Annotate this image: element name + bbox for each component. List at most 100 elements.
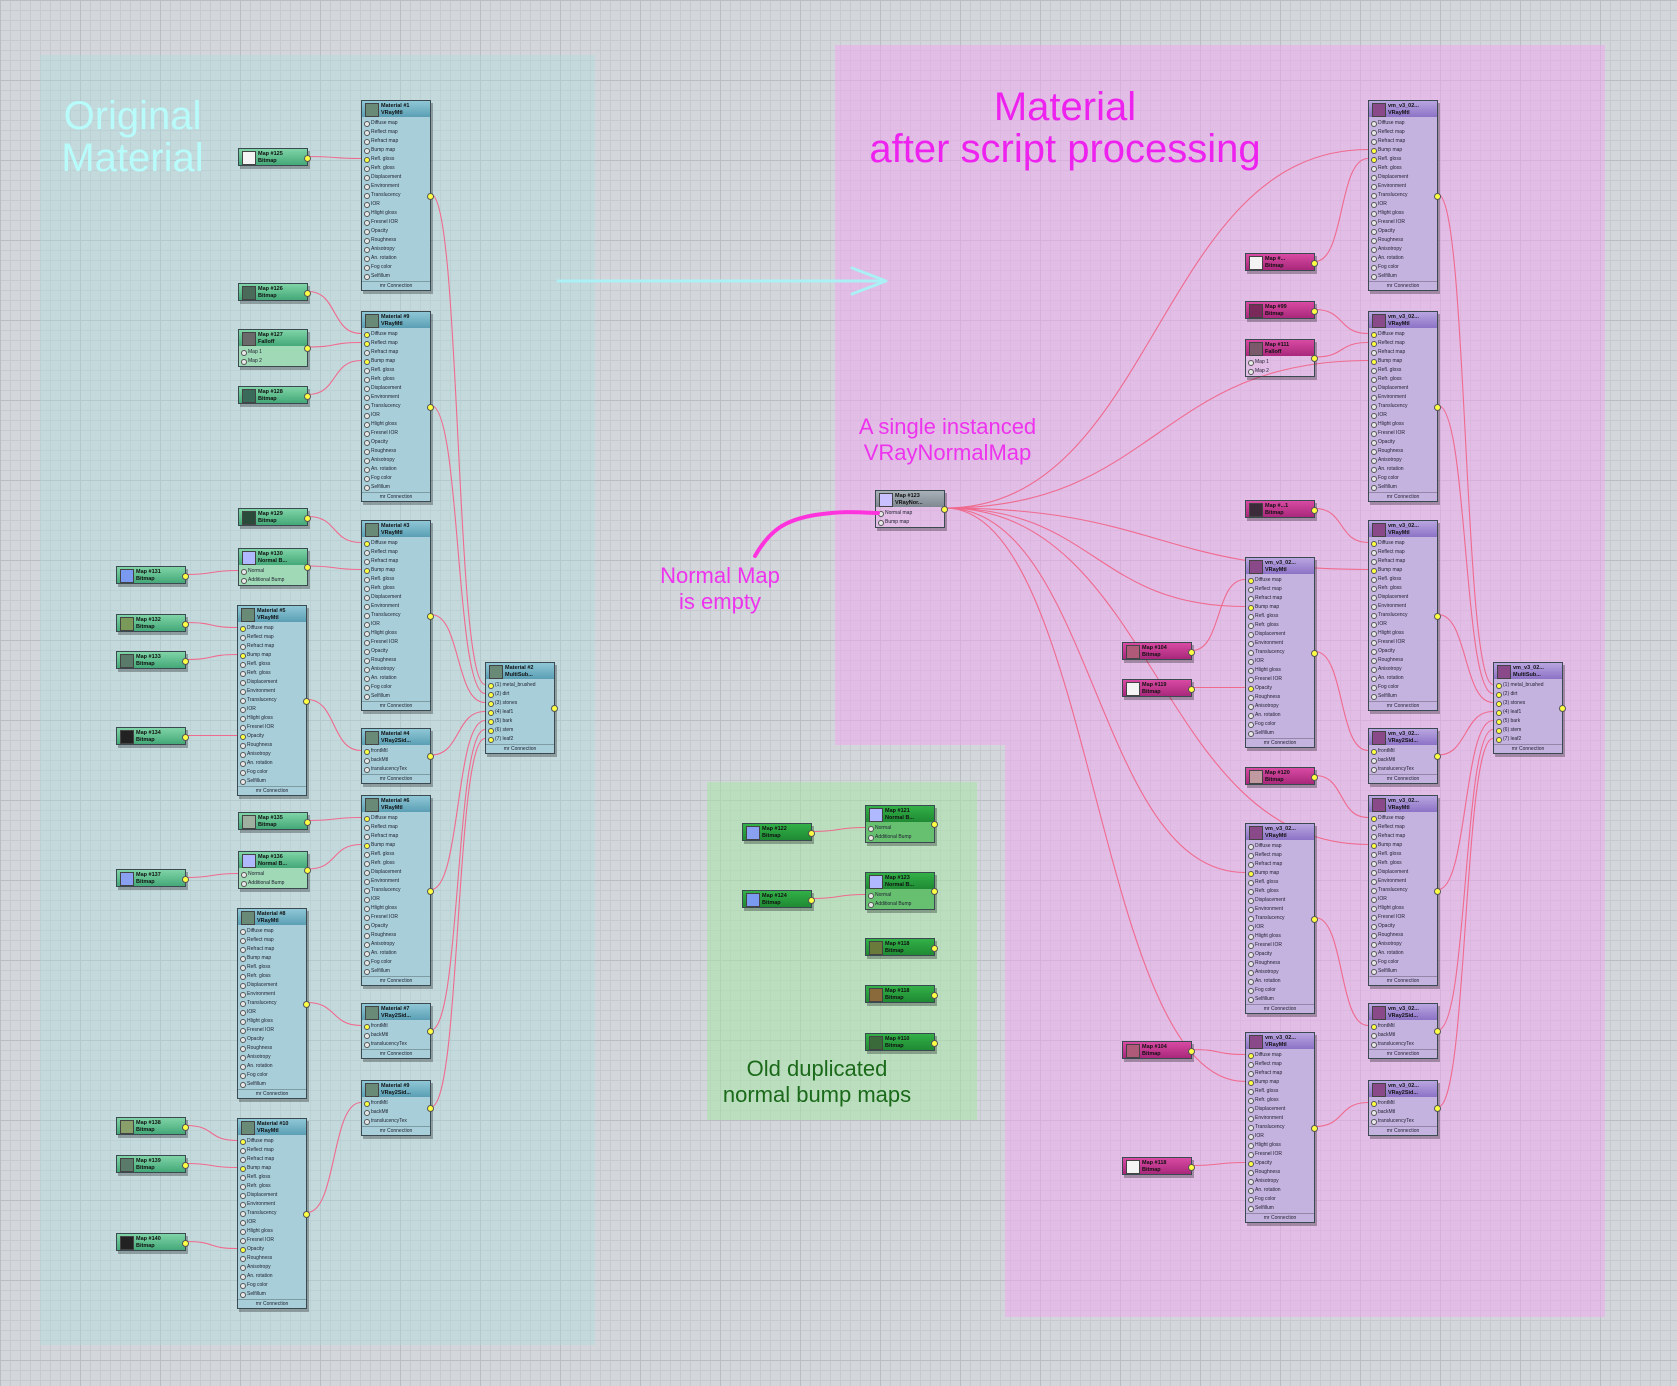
output-socket[interactable] (931, 888, 938, 895)
mr-connection-rollout[interactable]: mr Connection (1369, 1049, 1437, 1058)
slot-roughness[interactable]: Roughness (362, 931, 430, 940)
slot-ior[interactable]: IOR (1369, 895, 1437, 904)
slot-fresnel-ior[interactable]: Fresnel IOR (1369, 218, 1437, 227)
slot-an-rotation[interactable]: An. rotation (362, 949, 430, 958)
slot-bump-map[interactable]: Bump map (1369, 566, 1437, 575)
slot-translucency[interactable]: Translucency (362, 191, 430, 200)
node-map-map[interactable]: Map #...Bitmap (1245, 253, 1318, 271)
slot-refr-gloss[interactable]: Refr. gloss (1369, 164, 1437, 173)
slot-fresnel-ior[interactable]: Fresnel IOR (362, 218, 430, 227)
slot-environment[interactable]: Environment (362, 602, 430, 611)
slot-ior[interactable]: IOR (362, 895, 430, 904)
slot-bump-map[interactable]: Bump map (362, 146, 430, 155)
slot-roughness[interactable]: Roughness (1246, 1168, 1314, 1177)
slot-ior[interactable]: IOR (1246, 657, 1314, 666)
slot-translucencytex[interactable]: translucencyTex (1369, 1040, 1437, 1049)
slot-roughness[interactable]: Roughness (1369, 656, 1437, 665)
output-socket[interactable] (303, 698, 310, 705)
slot-additional-bump[interactable]: Additional Bump (239, 879, 307, 888)
slot-backmtl[interactable]: backMtl (1369, 1108, 1437, 1117)
mr-connection-rollout[interactable]: mr Connection (1369, 774, 1437, 783)
slot-fresnel-ior[interactable]: Fresnel IOR (362, 913, 430, 922)
slot-ior[interactable]: IOR (238, 705, 306, 714)
slot-diffuse-map[interactable]: Diffuse map (362, 814, 430, 823)
slot-map-2[interactable]: Map 2 (1246, 367, 1314, 376)
slot-diffuse-map[interactable]: Diffuse map (1246, 842, 1314, 851)
slot-refl-gloss[interactable]: Refl. gloss (362, 850, 430, 859)
slot-3-stones[interactable]: (3) stones (1494, 699, 1562, 708)
slot-fog-color[interactable]: Fog color (362, 263, 430, 272)
slot-opacity[interactable]: Opacity (238, 732, 306, 741)
slot-ior[interactable]: IOR (1246, 1132, 1314, 1141)
slot-selfillum[interactable]: Selfillum (238, 1290, 306, 1299)
output-socket[interactable] (1311, 507, 1318, 514)
slot-refl-gloss[interactable]: Refl. gloss (1369, 575, 1437, 584)
output-socket[interactable] (304, 345, 311, 352)
output-socket[interactable] (931, 1040, 938, 1047)
slot-ior[interactable]: IOR (238, 1218, 306, 1227)
slot-translucency[interactable]: Translucency (362, 611, 430, 620)
slot-normal[interactable]: Normal (866, 891, 934, 900)
slot-displacement[interactable]: Displacement (1246, 630, 1314, 639)
slot-refr-gloss[interactable]: Refr. gloss (1369, 584, 1437, 593)
slot-opacity[interactable]: Opacity (362, 227, 430, 236)
slot-opacity[interactable]: Opacity (1246, 684, 1314, 693)
slot-an-rotation[interactable]: An. rotation (1246, 1186, 1314, 1195)
slot-translucency[interactable]: Translucency (238, 1209, 306, 1218)
slot-hlight-gloss[interactable]: Hlight gloss (362, 629, 430, 638)
slot-fresnel-ior[interactable]: Fresnel IOR (238, 723, 306, 732)
slot-bump-map[interactable]: Bump map (1369, 357, 1437, 366)
slot-roughness[interactable]: Roughness (1369, 931, 1437, 940)
slot-selfillum[interactable]: Selfillum (1246, 995, 1314, 1004)
slot-displacement[interactable]: Displacement (238, 1191, 306, 1200)
slot-anisotropy[interactable]: Anisotropy (238, 1053, 306, 1062)
output-socket[interactable] (304, 564, 311, 571)
output-socket[interactable] (182, 573, 189, 580)
slot-diffuse-map[interactable]: Diffuse map (238, 1137, 306, 1146)
mr-connection-rollout[interactable]: mr Connection (1369, 976, 1437, 985)
slot-reflect-map[interactable]: Reflect map (238, 633, 306, 642)
output-socket[interactable] (304, 393, 311, 400)
slot-an-rotation[interactable]: An. rotation (1369, 465, 1437, 474)
node-header[interactable]: vm_v3_02...VRayMtl (1369, 101, 1437, 117)
mr-connection-rollout[interactable]: mr Connection (362, 774, 430, 783)
slot-4-leaf1[interactable]: (4) leaf1 (1494, 708, 1562, 717)
slot-translucencytex[interactable]: translucencyTex (1369, 1117, 1437, 1126)
output-socket[interactable] (304, 515, 311, 522)
slot-anisotropy[interactable]: Anisotropy (362, 940, 430, 949)
slot-refract-map[interactable]: Refract map (1369, 348, 1437, 357)
slot-translucencytex[interactable]: translucencyTex (1369, 765, 1437, 774)
output-socket[interactable] (1188, 1164, 1195, 1171)
slot-displacement[interactable]: Displacement (1246, 896, 1314, 905)
slot-fresnel-ior[interactable]: Fresnel IOR (362, 429, 430, 438)
node-header[interactable]: vm_v3_02...VRayMtl (1369, 796, 1437, 812)
slot-frontmtl[interactable]: frontMtl (362, 1022, 430, 1031)
slot-refl-gloss[interactable]: Refl. gloss (1369, 155, 1437, 164)
slot-opacity[interactable]: Opacity (238, 1035, 306, 1044)
slot-backmtl[interactable]: backMtl (1369, 1031, 1437, 1040)
output-socket[interactable] (427, 193, 434, 200)
slot-translucency[interactable]: Translucency (1369, 191, 1437, 200)
output-socket[interactable] (182, 1162, 189, 1169)
slot-selfillum[interactable]: Selfillum (1246, 1204, 1314, 1213)
mr-connection-rollout[interactable]: mr Connection (362, 492, 430, 501)
slot-diffuse-map[interactable]: Diffuse map (238, 927, 306, 936)
slot-refl-gloss[interactable]: Refl. gloss (362, 155, 430, 164)
slot-refl-gloss[interactable]: Refl. gloss (1369, 850, 1437, 859)
